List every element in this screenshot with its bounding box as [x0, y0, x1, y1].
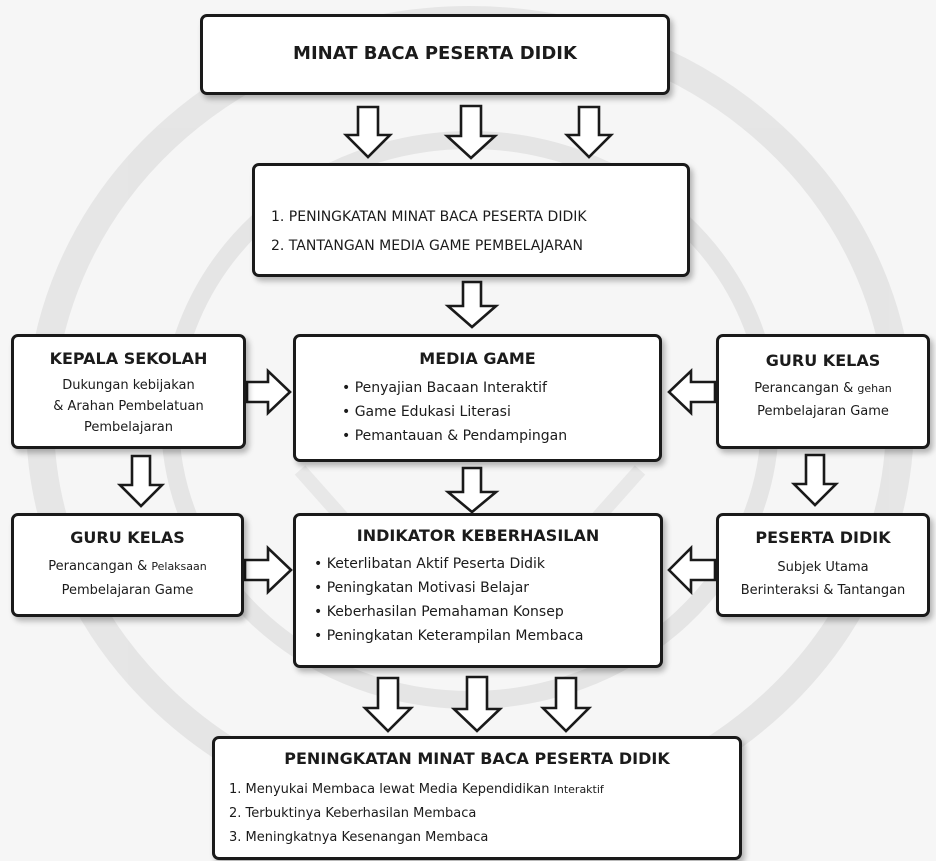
- indikator-item-2: • Peningkatan Motivasi Belajar: [314, 580, 530, 596]
- indikator-box: INDIKATOR KEBERHASILAN • Keterlibatan Ak…: [293, 513, 663, 668]
- indikator-item-4: • Peningkatan Keterampilan Membaca: [314, 628, 584, 644]
- top-box-title: MINAT BACA PESERTA DIDIK: [293, 43, 577, 64]
- kepala-sekolah-line-3: Pembelajaran: [84, 420, 173, 435]
- guru-kelas-right-title: GURU KELAS: [765, 351, 881, 370]
- focus-item-1: 1. PENINGKATAN MINAT BACA PESERTA DIDIK: [271, 209, 587, 225]
- kepala-sekolah-line-2: & Arahan Pembelatuan: [53, 399, 204, 414]
- bottom-box: PENINGKATAN MINAT BACA PESERTA DIDIK 1. …: [212, 736, 742, 860]
- indikator-title: INDIKATOR KEBERHASILAN: [356, 526, 600, 545]
- guru-kelas-left-title: GURU KELAS: [70, 528, 185, 547]
- kepala-sekolah-line-1: Dukungan kebijakan: [62, 378, 195, 393]
- guru-kelas-right-line-2: Pembelajaran Game: [757, 404, 889, 419]
- peserta-didik-title: PESERTA DIDIK: [755, 528, 891, 547]
- bottom-item-1: 1. Menyukai Membaca lewat Media Kependid…: [229, 782, 604, 797]
- guru-kelas-left-line-2: Pembelajaran Game: [61, 583, 194, 598]
- indikator-item-1: • Keterlibatan Aktif Peserta Didik: [314, 556, 546, 572]
- down-arrow-icon: [790, 453, 840, 507]
- guru-kelas-left-box: GURU KELAS Perancangan & Pelaksaan Pembe…: [11, 513, 244, 617]
- peserta-didik-line-2: Berinteraksi & Tantangan: [740, 583, 906, 598]
- guru-kelas-right-line-1: Perancangan & gehan: [754, 381, 892, 396]
- down-arrow-icon: [116, 454, 166, 508]
- right-arrow-icon: [243, 544, 293, 596]
- media-game-title: MEDIA GAME: [419, 349, 536, 368]
- top-box: MINAT BACA PESERTA DIDIK: [200, 14, 670, 95]
- bottom-item-2: 2. Terbuktinya Keberhasilan Membaca: [229, 806, 477, 821]
- down-arrow-icon: [450, 675, 504, 733]
- indikator-item-3: • Keberhasilan Pemahaman Konsep: [314, 604, 564, 620]
- down-arrow-icon: [444, 466, 500, 514]
- kepala-sekolah-title: KEPALA SEKOLAH: [49, 349, 208, 368]
- down-arrow-icon: [361, 676, 415, 733]
- kepala-sekolah-box: KEPALA SEKOLAH Dukungan kebijakan & Arah…: [11, 334, 246, 449]
- down-arrow-icon: [443, 104, 499, 160]
- focus-item-2: 2. TANTANGAN MEDIA GAME PEMBELAJARAN: [271, 238, 584, 254]
- media-game-box: MEDIA GAME • Penyajian Bacaan Interaktif…: [293, 334, 662, 462]
- media-game-item-1: • Penyajian Bacaan Interaktif: [342, 380, 547, 396]
- guru-kelas-right-box: GURU KELAS Perancangan & gehan Pembelaja…: [716, 334, 930, 449]
- left-arrow-icon: [667, 367, 717, 417]
- left-arrow-icon: [667, 544, 717, 596]
- guru-kelas-left-line-1: Perancangan & Pelaksaan: [48, 559, 207, 574]
- media-game-item-3: • Pemantauan & Pendampingan: [342, 428, 568, 444]
- bottom-item-3: 3. Meningkatnya Kesenangan Membaca: [229, 830, 489, 845]
- down-arrow-icon: [563, 105, 615, 159]
- focus-box: 1. PENINGKATAN MINAT BACA PESERTA DIDIK …: [252, 163, 690, 277]
- peserta-didik-box: PESERTA DIDIK Subjek Utama Berinteraksi …: [716, 513, 930, 617]
- bottom-title: PENINGKATAN MINAT BACA PESERTA DIDIK: [284, 749, 670, 768]
- down-arrow-icon: [539, 676, 593, 733]
- media-game-item-2: • Game Edukasi Literasi: [342, 404, 511, 420]
- down-arrow-icon: [342, 105, 394, 159]
- right-arrow-icon: [245, 367, 292, 417]
- peserta-didik-line-1: Subjek Utama: [777, 560, 869, 575]
- down-arrow-icon: [444, 280, 500, 329]
